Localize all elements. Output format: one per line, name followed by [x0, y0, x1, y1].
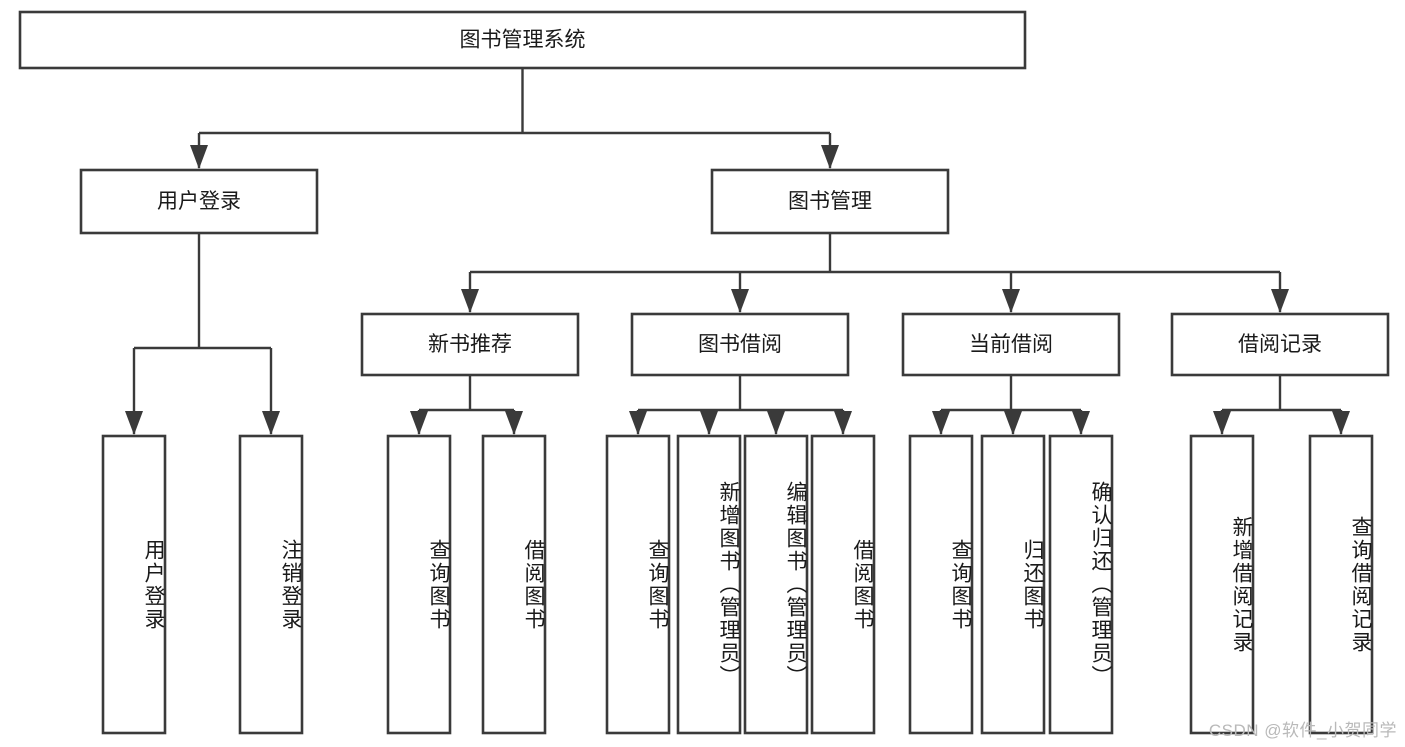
node-box-leaf-query-book-2[interactable] [605, 434, 671, 735]
arrow-head-icon-leaf-confirm-return [1072, 411, 1090, 435]
node-box-leaf-user-logout[interactable] [238, 434, 304, 735]
node-label-borrow-record: 借阅记录 [1238, 333, 1322, 356]
node-box-root[interactable] [18, 10, 1027, 70]
node-box-leaf-query-book-1[interactable] [386, 434, 452, 735]
node-box-borrow-record[interactable] [1170, 312, 1390, 377]
arrow-head-icon-leaf-user-login [125, 411, 143, 435]
node-box-book-borrow[interactable] [630, 312, 850, 377]
arrow-head-icon-book-manage [821, 145, 839, 169]
node-box-leaf-confirm-return[interactable] [1048, 434, 1114, 735]
arrow-head-icon-user-login [190, 145, 208, 169]
node-label-user-login: 用户登录 [157, 190, 241, 213]
node-label-new-book-recommend: 新书推荐 [428, 333, 512, 356]
node-box-user-login[interactable] [79, 168, 319, 235]
node-box-current-borrow[interactable] [901, 312, 1121, 377]
node-box-leaf-add-record[interactable] [1189, 434, 1255, 735]
arrow-head-icon-new-book-recommend [461, 289, 479, 313]
node-box-leaf-edit-book[interactable] [743, 434, 809, 735]
node-boxes [18, 10, 1390, 735]
arrow-head-icon-leaf-query-book-1 [410, 411, 428, 435]
node-box-leaf-return-book[interactable] [980, 434, 1046, 735]
node-label-root: 图书管理系统 [460, 29, 586, 52]
node-box-leaf-query-book-3[interactable] [908, 434, 974, 735]
watermark-text: CSDN @软件_小贺同学 [1208, 721, 1397, 740]
node-box-leaf-query-record[interactable] [1308, 434, 1374, 735]
node-box-leaf-user-login[interactable] [101, 434, 167, 735]
arrow-head-icon-leaf-borrow-book-1 [505, 411, 523, 435]
node-box-leaf-borrow-book-1[interactable] [481, 434, 547, 735]
node-box-book-manage[interactable] [710, 168, 950, 235]
arrow-head-icon-leaf-return-book [1004, 411, 1022, 435]
arrow-head-icon-current-borrow [1002, 289, 1020, 313]
arrow-head-icon-leaf-query-book-3 [932, 411, 950, 435]
arrow-head-icon-leaf-edit-book [767, 411, 785, 435]
connector-lines [125, 68, 1350, 435]
arrow-head-icon-leaf-borrow-book-2 [834, 411, 852, 435]
arrow-head-icon-book-borrow [731, 289, 749, 313]
node-label-current-borrow: 当前借阅 [969, 333, 1053, 356]
node-box-leaf-borrow-book-2[interactable] [810, 434, 876, 735]
arrow-head-icon-leaf-add-record [1213, 411, 1231, 435]
arrow-head-icon-leaf-add-book [700, 411, 718, 435]
arrow-head-icon-leaf-query-record [1332, 411, 1350, 435]
node-label-book-manage: 图书管理 [788, 190, 872, 213]
arrow-head-icon-leaf-user-logout [262, 411, 280, 435]
node-label-book-borrow: 图书借阅 [698, 333, 782, 356]
node-box-leaf-add-book[interactable] [676, 434, 742, 735]
arrow-head-icon-leaf-query-book-2 [629, 411, 647, 435]
node-box-new-book-recommend[interactable] [360, 312, 580, 377]
arrow-head-icon-borrow-record [1271, 289, 1289, 313]
